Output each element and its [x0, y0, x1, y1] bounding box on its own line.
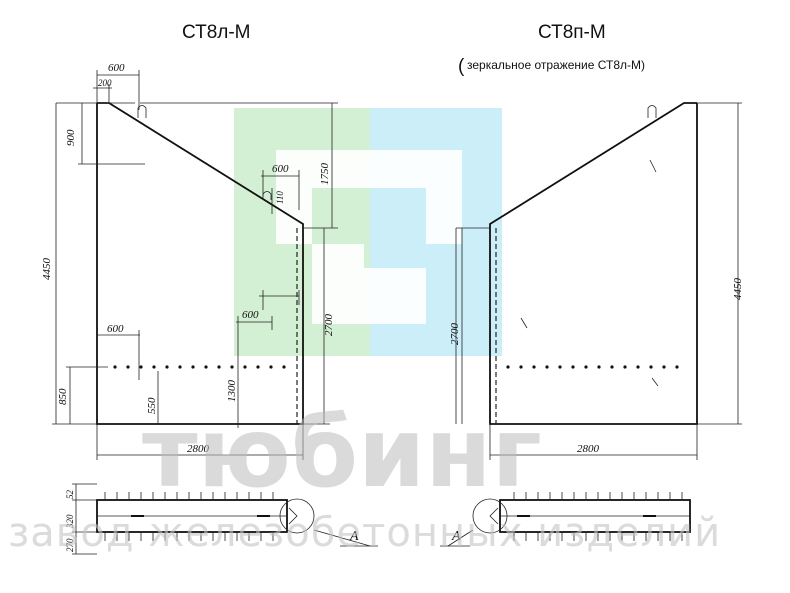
logo-cutout-bottom — [312, 268, 426, 324]
dim-4450: 4450 — [41, 258, 53, 281]
left-lift-loop-top — [137, 105, 147, 118]
right-lift-loop — [647, 105, 657, 118]
dim-section-270: 270 — [65, 538, 75, 552]
right-panel: 2700 4450 2800 — [449, 102, 744, 460]
watermark-logo — [234, 108, 502, 356]
right-section-label: А — [451, 529, 461, 544]
right-bolt-row — [506, 365, 679, 369]
dim-top-600: 600 — [108, 62, 125, 74]
right-note-paren: ( — [458, 56, 465, 77]
left-section-pins-bottom — [104, 532, 274, 541]
left-panel: 600 200 900 1750 600 110 4450 2700 — [41, 62, 338, 460]
left-section-circle — [279, 498, 315, 534]
dim-2800-right: 2800 — [577, 443, 600, 455]
right-subtitle: зеркальное отражение СТ8л-М) — [467, 58, 645, 72]
dim-600-rib: 600 — [242, 309, 259, 321]
dim-section-320: 320 — [65, 514, 75, 529]
right-section-circle — [472, 498, 508, 534]
left-title: СТ8л-М — [182, 22, 251, 43]
dim-1750: 1750 — [319, 163, 331, 186]
logo-cutout-mid — [312, 244, 364, 268]
logo-cutout-right — [426, 188, 462, 244]
dim-550: 550 — [146, 397, 158, 414]
right-panel-outline — [489, 102, 698, 425]
watermark-brand: тюбинг — [142, 397, 542, 509]
dim-mid-110: 110 — [275, 191, 285, 204]
right-section-pins-top — [513, 492, 683, 500]
left-section-pins-top — [104, 492, 274, 500]
left-section-view: А 52 320 270 — [65, 483, 378, 555]
right-title: СТ8п-М — [538, 22, 606, 43]
dim-4450-right: 4450 — [732, 278, 744, 301]
right-section-view: А — [440, 492, 691, 547]
dim-top-200: 200 — [98, 78, 112, 88]
dim-2800-left: 2800 — [187, 443, 210, 455]
left-bolt-row — [113, 365, 286, 369]
logo-cutout-left — [276, 188, 312, 244]
watermark-tagline: завод железобетонных изделий — [8, 510, 721, 556]
left-section-label: А — [349, 529, 359, 544]
dim-850: 850 — [57, 388, 69, 405]
dim-900: 900 — [65, 129, 77, 146]
dim-2700-left: 2700 — [323, 314, 335, 337]
logo-cutout-top — [276, 150, 462, 188]
dim-section-52: 52 — [65, 490, 75, 500]
dim-mid-600: 600 — [272, 163, 289, 175]
dim-bottom-600: 600 — [107, 323, 124, 335]
dim-1300: 1300 — [226, 380, 238, 403]
dim-2700-right: 2700 — [449, 323, 461, 346]
right-section-pins-bottom — [513, 532, 683, 541]
